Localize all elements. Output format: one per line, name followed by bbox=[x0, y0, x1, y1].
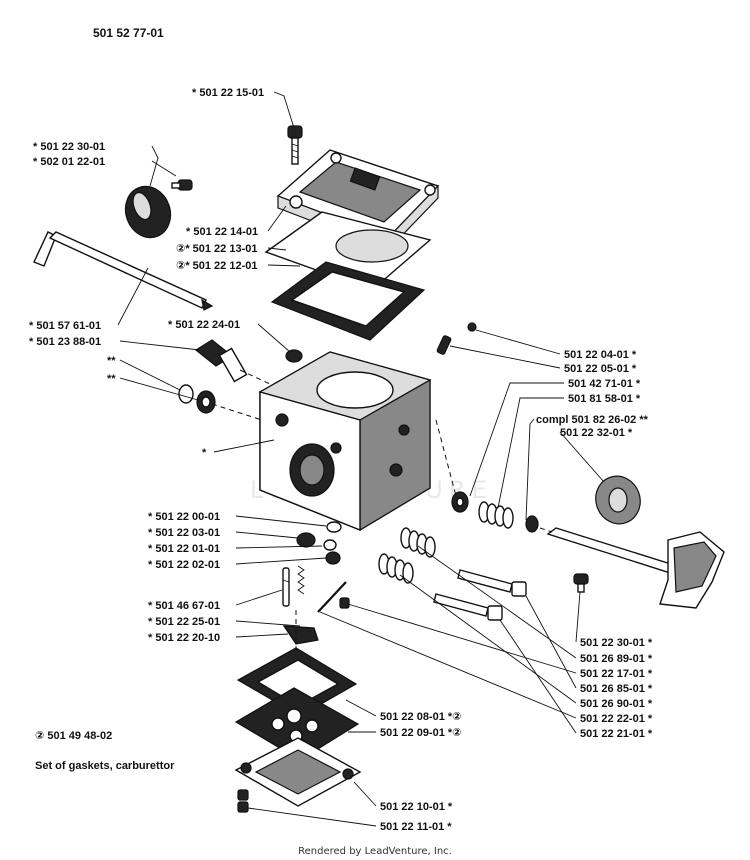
small-o-ring bbox=[326, 521, 342, 533]
callout-c06: ②* 501 22 12-01 bbox=[176, 260, 258, 272]
lever-screw bbox=[339, 597, 350, 609]
callout-c21: * 501 22 01-01 bbox=[148, 543, 220, 555]
callout-c12: * bbox=[202, 447, 207, 459]
washer-pair bbox=[178, 384, 216, 414]
idle-jet bbox=[285, 349, 303, 363]
air-adjusting-screw bbox=[194, 339, 248, 383]
o-ring-right bbox=[525, 515, 539, 533]
needle-valve-small bbox=[436, 335, 452, 355]
small-ball bbox=[467, 322, 477, 332]
choke-valve-plate bbox=[595, 475, 641, 525]
leader-lines bbox=[117, 91, 605, 827]
callout-c01: * 501 22 15-01 bbox=[192, 87, 264, 99]
callout-c31: 501 22 22-01 * bbox=[580, 713, 653, 725]
o-ring-left bbox=[451, 491, 469, 513]
callout-c03: * 502 01 22-01 bbox=[33, 156, 105, 168]
assembly-part-number: 501 52 77-01 bbox=[93, 26, 164, 40]
callout-c25: * 501 22 20-10 bbox=[148, 632, 220, 644]
top-cover-screw bbox=[287, 125, 303, 165]
callout-c36: 501 22 11-01 * bbox=[380, 821, 452, 833]
seat-washer bbox=[323, 539, 337, 551]
callout-c04: * 501 22 14-01 bbox=[186, 226, 258, 238]
callout-c32: 501 22 21-01 * bbox=[580, 728, 653, 740]
callout-c16: 501 81 58-01 * bbox=[568, 393, 641, 405]
callout-c20: * 501 22 03-01 bbox=[148, 527, 220, 539]
callout-c27: 501 26 89-01 * bbox=[580, 653, 653, 665]
footer-credit: Rendered by LeadVenture, Inc. bbox=[298, 846, 452, 857]
callout-c29: 501 26 85-01 * bbox=[580, 683, 653, 695]
low-speed-needle bbox=[433, 593, 503, 621]
callout-c33: 501 22 08-01 *② bbox=[380, 711, 462, 723]
choke-screw bbox=[573, 573, 589, 593]
callout-c15: 501 42 71-01 * bbox=[568, 378, 641, 390]
callout-c07: * 501 57 61-01 bbox=[29, 320, 101, 332]
callout-c13: 501 22 04-01 * bbox=[564, 349, 637, 361]
metering-cover bbox=[234, 737, 362, 807]
carburettor-body bbox=[258, 351, 432, 532]
control-lever-pin bbox=[317, 581, 347, 613]
gasket-set-number: ② 501 49 48-02 bbox=[35, 730, 112, 742]
pump-diaphragm bbox=[264, 211, 432, 291]
inlet-control-lever bbox=[282, 625, 319, 645]
callout-c09: * 501 22 24-01 bbox=[168, 319, 240, 331]
gasket-set-description: Set of gaskets, carburettor bbox=[35, 760, 175, 772]
needle-spring-middle bbox=[400, 527, 436, 558]
callout-c11: ** bbox=[107, 373, 116, 385]
pump-gasket bbox=[270, 261, 426, 341]
callout-c23: * 501 46 67-01 bbox=[148, 600, 220, 612]
throttle-shaft bbox=[33, 231, 214, 311]
callout-c35: 501 22 10-01 * bbox=[380, 801, 453, 813]
throttle-valve-plate bbox=[124, 185, 172, 239]
cover-screw bbox=[237, 789, 249, 813]
needle-spring-upper bbox=[478, 501, 514, 529]
callout-c19: * 501 22 00-01 bbox=[148, 511, 220, 523]
callout-c22: * 501 22 02-01 bbox=[148, 559, 220, 571]
choke-shaft bbox=[546, 527, 725, 609]
callout-c05: ②* 501 22 13-01 bbox=[176, 243, 258, 255]
callout-c28: 501 22 17-01 * bbox=[580, 668, 653, 680]
callout-c30: 501 26 90-01 * bbox=[580, 698, 653, 710]
callout-c08: * 501 23 88-01 bbox=[29, 336, 101, 348]
assembly-axis-lines bbox=[211, 369, 553, 650]
callout-c02: * 501 22 30-01 bbox=[33, 141, 105, 153]
callout-c26: 501 22 30-01 * bbox=[580, 637, 653, 649]
inlet-control-spring bbox=[297, 565, 305, 595]
callout-c24: * 501 22 25-01 bbox=[148, 616, 220, 628]
inlet-needle-seat bbox=[296, 532, 316, 548]
callout-c17: compl 501 82 26-02 ** bbox=[536, 414, 649, 426]
inlet-needle bbox=[282, 567, 290, 607]
needle-spring-lower bbox=[378, 553, 414, 584]
inlet-needle-cap bbox=[325, 551, 341, 565]
callout-c34: 501 22 09-01 *② bbox=[380, 727, 462, 739]
callout-c18: 501 22 32-01 * bbox=[560, 427, 633, 439]
callout-c14: 501 22 05-01 * bbox=[564, 363, 637, 375]
valve-plate-screw bbox=[171, 179, 193, 191]
callout-c10: ** bbox=[107, 355, 116, 367]
high-speed-needle bbox=[457, 569, 527, 597]
